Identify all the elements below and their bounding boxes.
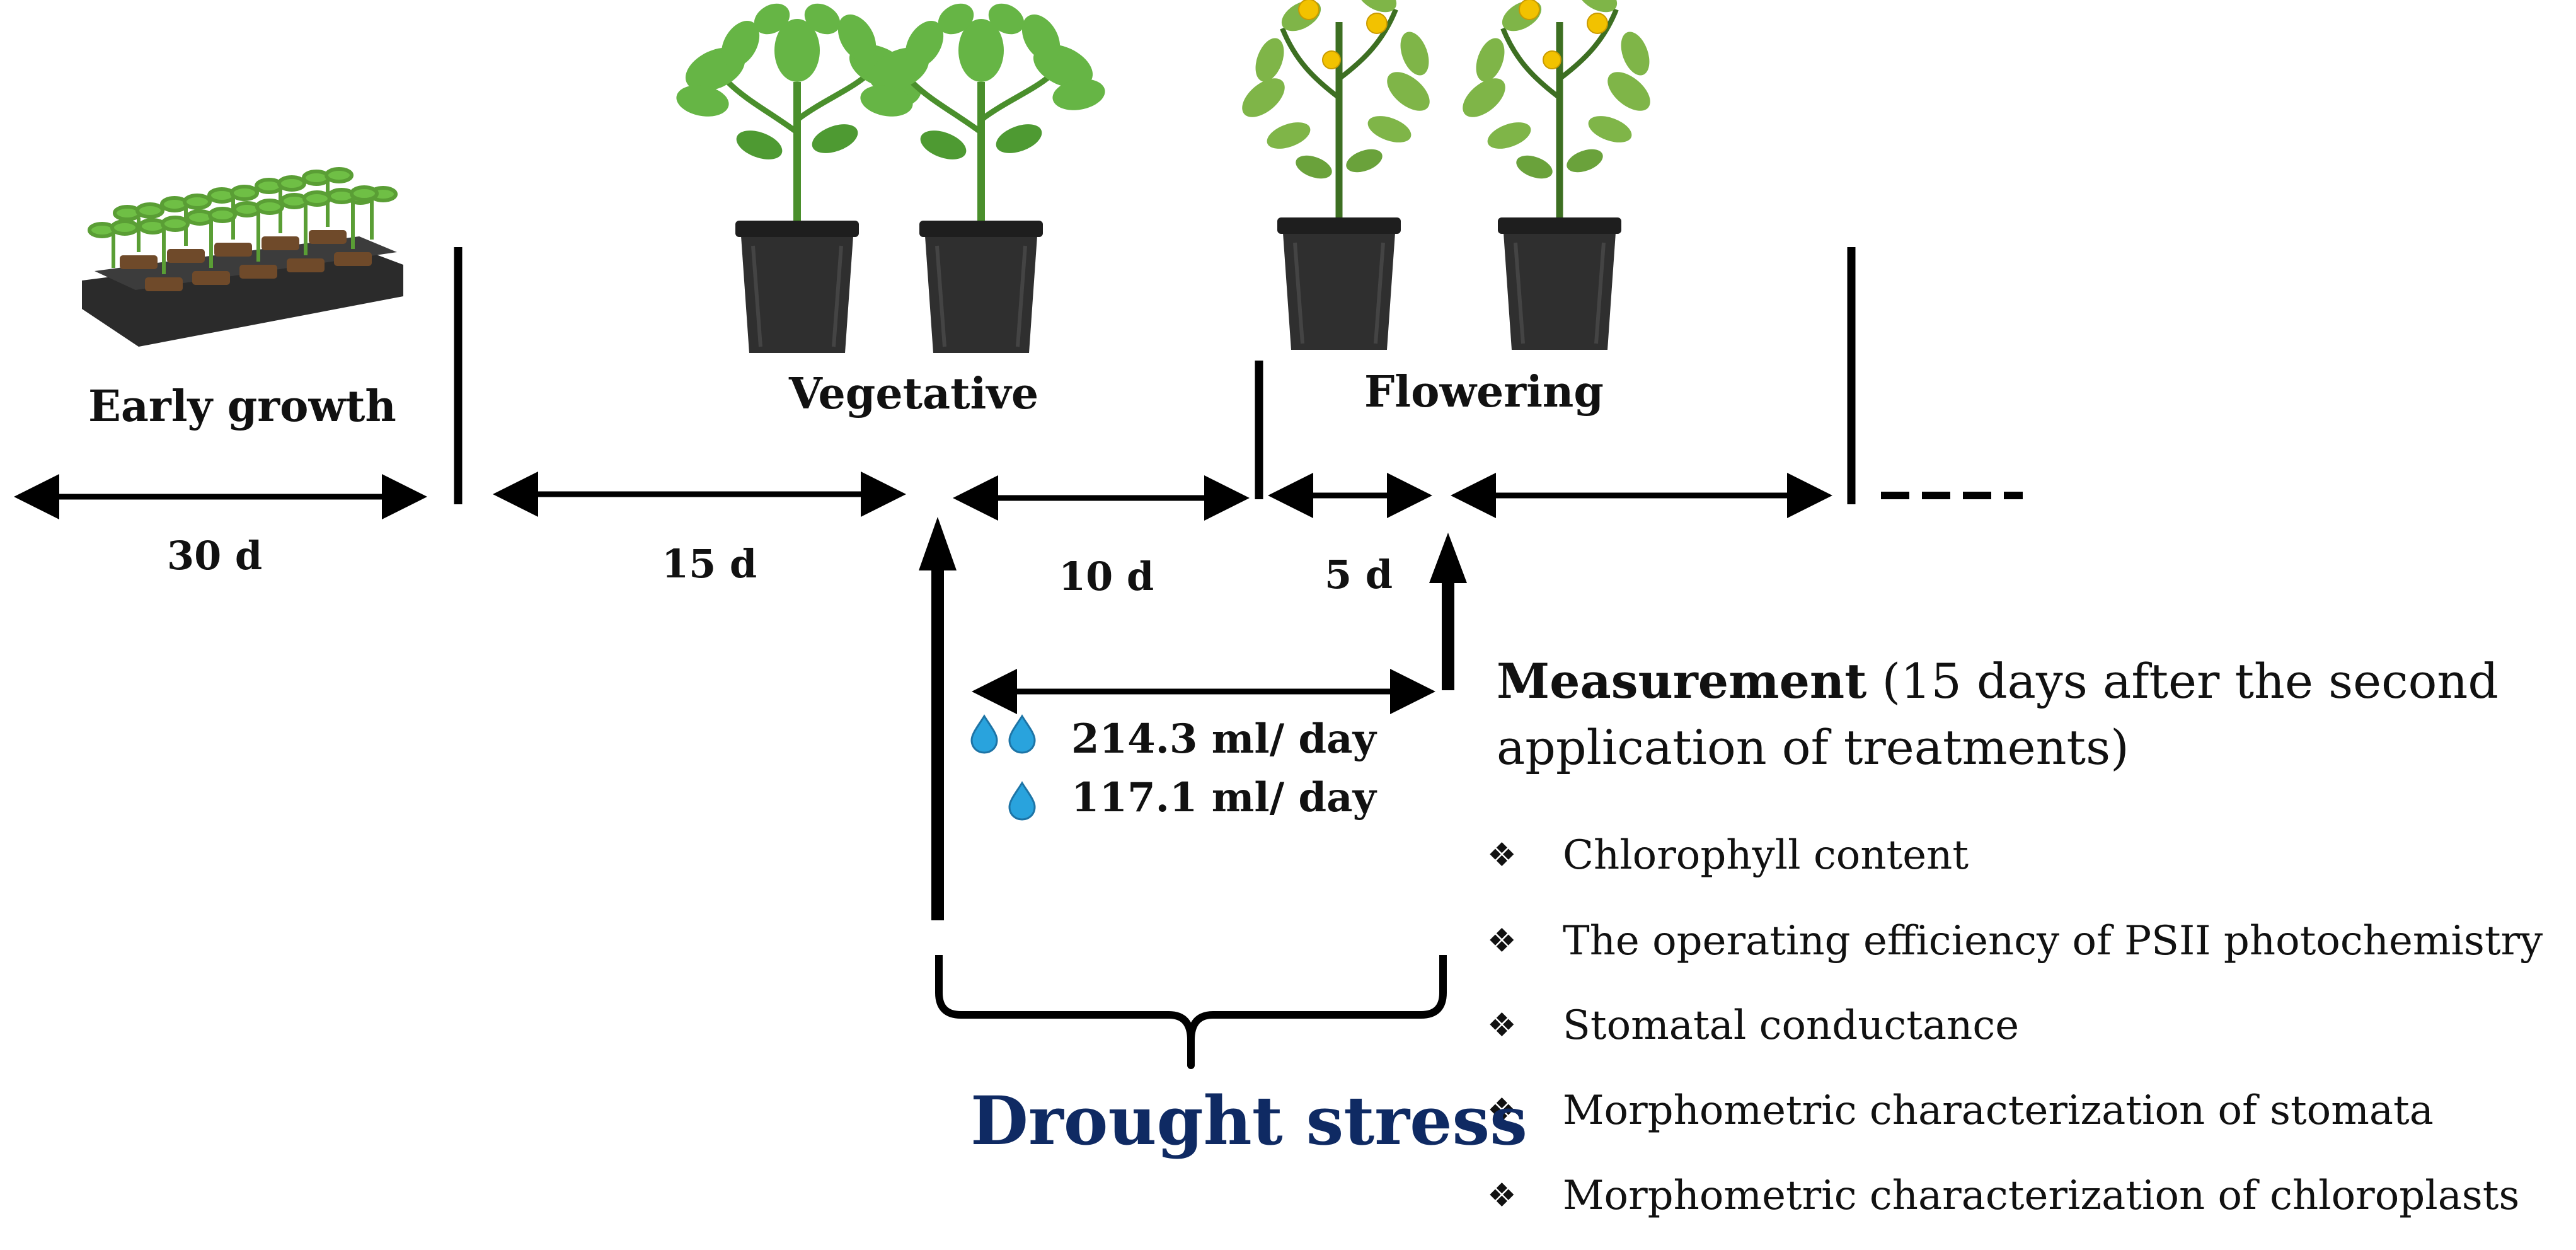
water-drop-icon [1008,715,1036,754]
stage-label-flowering: Flowering [1364,367,1604,417]
vegetative-plant-icon [858,0,1107,353]
stage-label-early-growth: Early growth [88,381,396,432]
measurement-subtitle: (15 days after the second [1866,653,2498,709]
irrigation-reduced-label: 117.1 ml/ day [1071,774,1376,821]
duration-label-15d: 15 d [662,541,757,587]
vegetative-plant-icon [674,0,923,353]
flowering-plant-icon [1235,0,1437,350]
measurement-item-label: Morphometric characterization of chlorop… [1563,1172,2520,1219]
bullet-diamond-icon: ❖ [1487,1007,1517,1045]
measurement-item: ❖ Chlorophyll content [1487,832,1969,879]
measurement-item-label: Chlorophyll content [1563,832,1969,879]
measurement-item: ❖ Morphometric characterization of stoma… [1487,1087,2434,1134]
duration-label-5d: 5 d [1325,552,1393,598]
duration-label-30d: 30 d [167,533,263,579]
bullet-diamond-icon: ❖ [1487,922,1517,960]
measurement-item: ❖ The operating efficiency of PSII photo… [1487,918,2543,964]
measurement-item: ❖ Stomatal conductance [1487,1002,2019,1049]
measurement-item-label: Stomatal conductance [1563,1002,2020,1049]
water-drop-icon [1008,782,1036,821]
measurement-item: ❖ Morphometric characterization of chlor… [1487,1172,2519,1219]
measurement-title: Measurement [1497,653,1867,709]
flowering-plant-icon [1456,0,1657,350]
second-application-arrow [1429,533,1467,690]
bullet-diamond-icon: ❖ [1487,1177,1517,1215]
bullet-diamond-icon: ❖ [1487,836,1517,874]
duration-label-10d: 10 d [1059,553,1154,599]
irrigation-full-label: 214.3 ml/ day [1071,715,1376,763]
water-drop-icon [970,715,998,754]
measurement-item-label: Morphometric characterization of stomata [1563,1087,2434,1134]
measurement-item-label: The operating efficiency of PSII photoch… [1563,918,2543,964]
drought-stress-label: Drought stress [970,1081,1527,1160]
stage-label-vegetative: Vegetative [789,369,1039,419]
first-application-arrow [919,517,957,920]
measurement-subtitle-line2: application of treatments) [1497,719,2129,775]
seedling-tray-icon [82,167,403,347]
drought-brace [935,955,1447,1069]
bullet-diamond-icon: ❖ [1487,1092,1517,1130]
measurement-heading: Measurement (15 days after the second [1497,649,2498,714]
